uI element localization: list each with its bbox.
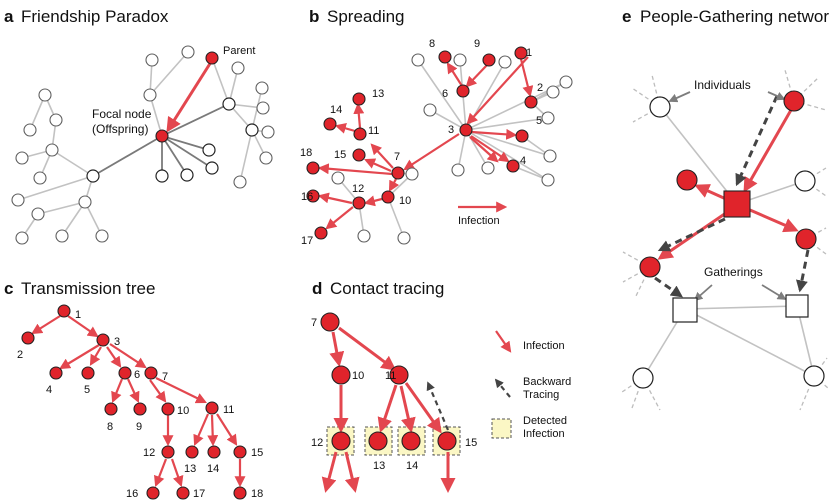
- panel-b-gray-edges: [337, 59, 567, 239]
- svg-text:2: 2: [17, 349, 23, 361]
- svg-text:10: 10: [352, 370, 364, 382]
- panel-e-letter: e: [622, 7, 631, 26]
- panel-c-letter: c: [4, 279, 13, 298]
- panel-c: c Transmission tree: [4, 279, 263, 500]
- svg-text:7: 7: [394, 151, 400, 163]
- svg-text:15: 15: [334, 149, 346, 161]
- panel-d-edges: [321, 326, 456, 493]
- parent-label: Parent: [223, 45, 255, 57]
- svg-text:14: 14: [406, 460, 418, 472]
- svg-text:15: 15: [251, 447, 263, 459]
- panel-e-label-arrows: [668, 91, 787, 302]
- svg-text:5: 5: [536, 115, 542, 127]
- panel-b-legend: Infection: [458, 215, 500, 227]
- panel-b-nodes: [306, 46, 573, 245]
- legend-detected-1: Detected: [523, 415, 567, 427]
- svg-text:7: 7: [311, 317, 317, 329]
- svg-text:10: 10: [177, 405, 189, 417]
- svg-text:18: 18: [300, 147, 312, 159]
- svg-text:1: 1: [526, 47, 532, 59]
- focal-node: [155, 129, 169, 143]
- svg-text:15: 15: [465, 437, 477, 449]
- panel-d-legend: Infection Backward Tracing Detected Infe…: [491, 330, 571, 440]
- svg-text:8: 8: [107, 421, 113, 433]
- svg-text:1: 1: [75, 309, 81, 321]
- svg-text:17: 17: [193, 488, 205, 500]
- panel-b-node-labels: 1 2 3 4 5 6 7 8 9 10 11 12 13 14 15 16 1…: [300, 38, 543, 247]
- panel-b: b Spreading: [300, 7, 573, 247]
- panel-c-node-labels: 1 2 3 4 5 6 7 8 9 10 11 12 13 14 15 16 1…: [17, 309, 263, 500]
- focal-label-2: (Offspring): [92, 122, 148, 136]
- panel-e-title: People-Gathering network: [640, 7, 830, 26]
- panel-d-title: Contact tracing: [330, 279, 444, 298]
- panel-e-dashed-stubs: [621, 69, 829, 411]
- svg-text:3: 3: [448, 124, 454, 136]
- svg-text:4: 4: [520, 155, 526, 167]
- svg-text:14: 14: [207, 463, 219, 475]
- svg-text:6: 6: [134, 369, 140, 381]
- legend-detected-2: Infection: [523, 428, 565, 440]
- panel-b-infection-arrows: [317, 56, 534, 230]
- svg-text:7: 7: [162, 371, 168, 383]
- panel-d-node-labels: 7 10 11 12 13 14 15: [311, 317, 477, 472]
- gatherings-label: Gatherings: [704, 265, 763, 279]
- panel-a: a Friendship Paradox: [4, 7, 275, 245]
- svg-text:16: 16: [126, 488, 138, 500]
- svg-text:10: 10: [399, 195, 411, 207]
- panel-c-title: Transmission tree: [21, 279, 155, 298]
- legend-backward-2: Tracing: [523, 389, 559, 401]
- svg-text:11: 11: [368, 125, 379, 137]
- panel-c-edges: [31, 315, 246, 488]
- panel-a-nodes: [11, 45, 275, 245]
- svg-text:16: 16: [301, 191, 313, 203]
- focal-label-1: Focal node: [92, 107, 152, 121]
- panel-e-nodes: [632, 90, 825, 389]
- legend-infection: Infection: [523, 340, 565, 352]
- panel-d: d Contact tracing: [311, 279, 571, 493]
- panel-a-letter: a: [4, 7, 14, 26]
- svg-text:2: 2: [537, 82, 543, 94]
- svg-text:4: 4: [46, 384, 52, 396]
- svg-text:13: 13: [184, 463, 196, 475]
- svg-text:18: 18: [251, 488, 263, 500]
- svg-text:12: 12: [311, 437, 323, 449]
- legend-backward-1: Backward: [523, 376, 571, 388]
- panel-d-nodes: [320, 312, 457, 451]
- svg-text:3: 3: [114, 336, 120, 348]
- svg-text:8: 8: [429, 38, 435, 50]
- svg-text:5: 5: [84, 384, 90, 396]
- panel-e: e People-Gathering network: [621, 7, 830, 411]
- svg-text:17: 17: [301, 235, 313, 247]
- svg-text:11: 11: [385, 370, 396, 382]
- panel-e-tracing-arrows: [654, 95, 810, 298]
- individuals-label: Individuals: [694, 78, 751, 92]
- svg-text:13: 13: [372, 88, 384, 100]
- panel-d-letter: d: [312, 279, 322, 298]
- panel-b-title: Spreading: [327, 7, 405, 26]
- panel-c-nodes: [21, 304, 247, 500]
- svg-text:12: 12: [352, 183, 364, 195]
- svg-text:9: 9: [136, 421, 142, 433]
- svg-text:11: 11: [223, 404, 234, 416]
- parent-node: [205, 51, 219, 65]
- panel-e-gray-edges: [642, 106, 815, 379]
- panel-b-letter: b: [309, 7, 319, 26]
- panel-a-title: Friendship Paradox: [21, 7, 169, 26]
- svg-text:13: 13: [373, 460, 385, 472]
- svg-text:9: 9: [474, 38, 480, 50]
- svg-text:6: 6: [442, 88, 448, 100]
- svg-text:14: 14: [330, 104, 342, 116]
- svg-text:12: 12: [143, 447, 155, 459]
